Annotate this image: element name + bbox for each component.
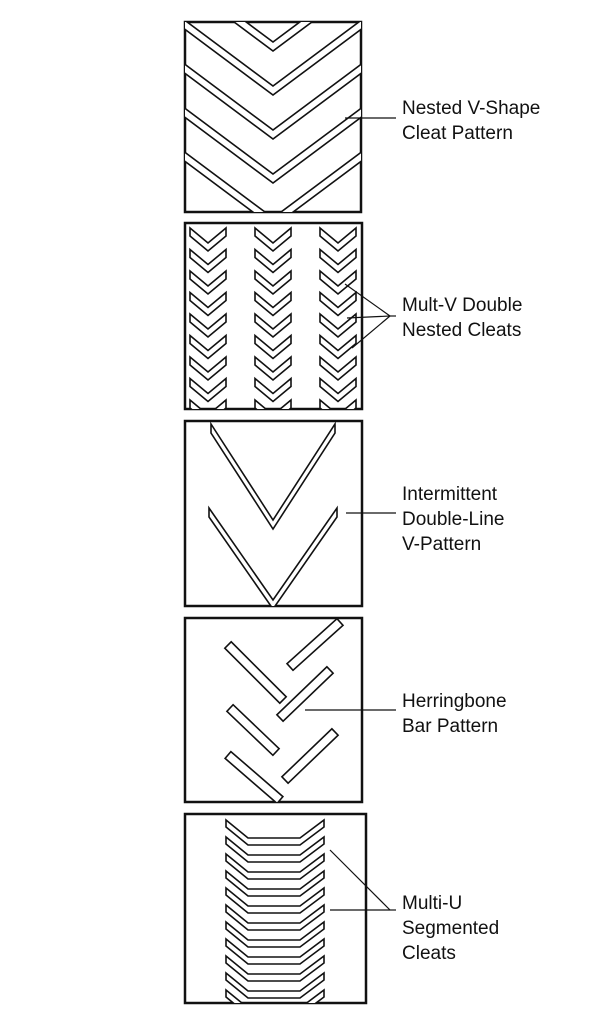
pattern-2-chevron xyxy=(189,398,227,409)
pattern-2-label-line-1: Mult-V Double xyxy=(402,295,522,316)
pattern-mult-v-double-nested: Mult-V Double Nested Cleats xyxy=(183,221,528,411)
pattern-2-chevron xyxy=(189,333,227,360)
pattern-1-chevron xyxy=(185,63,361,140)
pattern-1-label-line-2: Cleat Pattern xyxy=(402,123,513,144)
pattern-2-chevron xyxy=(319,333,357,360)
pattern-4-label-line-1: Herringbone xyxy=(402,691,507,712)
pattern-intermittent-double-line-v: Intermittent Double-Line V-Pattern xyxy=(183,419,510,608)
pattern-1-chevron xyxy=(185,22,361,96)
pattern-3-cleats xyxy=(208,421,338,606)
pattern-2-chevron xyxy=(319,398,357,409)
pattern-1-chevron xyxy=(232,22,314,52)
pattern-2-chevron xyxy=(189,355,227,382)
pattern-1-chevron xyxy=(185,107,361,184)
pattern-2-chevron xyxy=(254,226,292,253)
pattern-5-leader-a xyxy=(329,849,391,911)
pattern-4-bar xyxy=(275,665,335,723)
pattern-3-label-line-1: Intermittent xyxy=(402,484,498,505)
pattern-2-leader-b xyxy=(346,315,391,319)
pattern-2-chevron xyxy=(254,376,292,403)
pattern-2-leader-c xyxy=(351,315,391,349)
pattern-2-chevron xyxy=(254,398,292,409)
pattern-4-bar xyxy=(280,727,340,785)
pattern-2-chevron xyxy=(189,226,227,253)
pattern-2-label-line-2: Nested Cleats xyxy=(402,320,521,341)
pattern-5-u-cleat xyxy=(225,920,325,948)
pattern-5-u-cleat xyxy=(225,937,325,965)
pattern-2-chevron xyxy=(189,312,227,339)
pattern-2-chevron xyxy=(319,226,357,253)
pattern-4-bar xyxy=(223,640,288,705)
pattern-5-u-cleat xyxy=(225,835,325,863)
pattern-3-v-lower xyxy=(208,505,338,606)
pattern-herringbone-bar: Herringbone Bar Pattern xyxy=(183,616,512,804)
pattern-5-u-cleat xyxy=(225,954,325,982)
pattern-2-chevron xyxy=(254,355,292,382)
pattern-2-chevron xyxy=(319,355,357,382)
pattern-2-chevron xyxy=(189,290,227,317)
pattern-2-chevron xyxy=(189,247,227,274)
pattern-5-u-cleat xyxy=(225,818,325,846)
pattern-5-u-cleat xyxy=(225,988,325,1003)
pattern-4-bar xyxy=(285,618,345,672)
pattern-3-v-upper xyxy=(210,421,336,531)
pattern-3-label: Intermittent Double-Line V-Pattern xyxy=(402,484,510,555)
pattern-2-chevron xyxy=(254,290,292,317)
pattern-5-u-cleat xyxy=(225,971,325,999)
pattern-5-u-cleat xyxy=(225,886,325,914)
pattern-2-chevron xyxy=(319,312,357,339)
pattern-4-label: Herringbone Bar Pattern xyxy=(402,691,512,737)
pattern-4-cleats xyxy=(223,618,345,802)
pattern-2-chevron xyxy=(254,333,292,360)
pattern-5-label: Multi-U Segmented Cleats xyxy=(402,893,504,964)
pattern-1-label-line-1: Nested V-Shape xyxy=(402,98,540,119)
pattern-1-cleats xyxy=(185,22,361,212)
pattern-2-chevron xyxy=(254,312,292,339)
pattern-5-cleats xyxy=(225,818,325,1003)
pattern-2-chevron xyxy=(319,269,357,296)
pattern-2-cleats xyxy=(189,226,357,409)
pattern-multi-u-segmented: Multi-U Segmented Cleats xyxy=(183,812,504,1005)
pattern-5-u-cleat xyxy=(225,869,325,897)
pattern-2-chevron xyxy=(319,376,357,403)
pattern-5-u-cleat xyxy=(225,903,325,931)
pattern-1-label: Nested V-Shape Cleat Pattern xyxy=(402,98,546,144)
pattern-5-u-cleat xyxy=(225,852,325,880)
pattern-5-label-line-1: Multi-U xyxy=(402,893,462,914)
pattern-2-chevron xyxy=(319,247,357,274)
pattern-4-bar xyxy=(225,703,281,757)
pattern-nested-v-shape: Nested V-Shape Cleat Pattern xyxy=(183,20,546,214)
pattern-2-chevron xyxy=(254,269,292,296)
pattern-3-label-line-3: V-Pattern xyxy=(402,534,481,555)
pattern-2-leader-a xyxy=(344,283,391,317)
pattern-5-label-line-2: Segmented xyxy=(402,918,499,939)
pattern-3-label-line-2: Double-Line xyxy=(402,509,504,530)
pattern-2-chevron xyxy=(319,290,357,317)
pattern-2-chevron xyxy=(189,376,227,403)
pattern-2-chevron xyxy=(189,269,227,296)
pattern-2-label: Mult-V Double Nested Cleats xyxy=(402,295,528,341)
pattern-5-label-line-3: Cleats xyxy=(402,943,456,964)
pattern-4-label-line-2: Bar Pattern xyxy=(402,716,498,737)
pattern-2-chevron xyxy=(254,247,292,274)
pattern-4-bar xyxy=(223,750,285,802)
pattern-1-chevron xyxy=(185,151,361,212)
